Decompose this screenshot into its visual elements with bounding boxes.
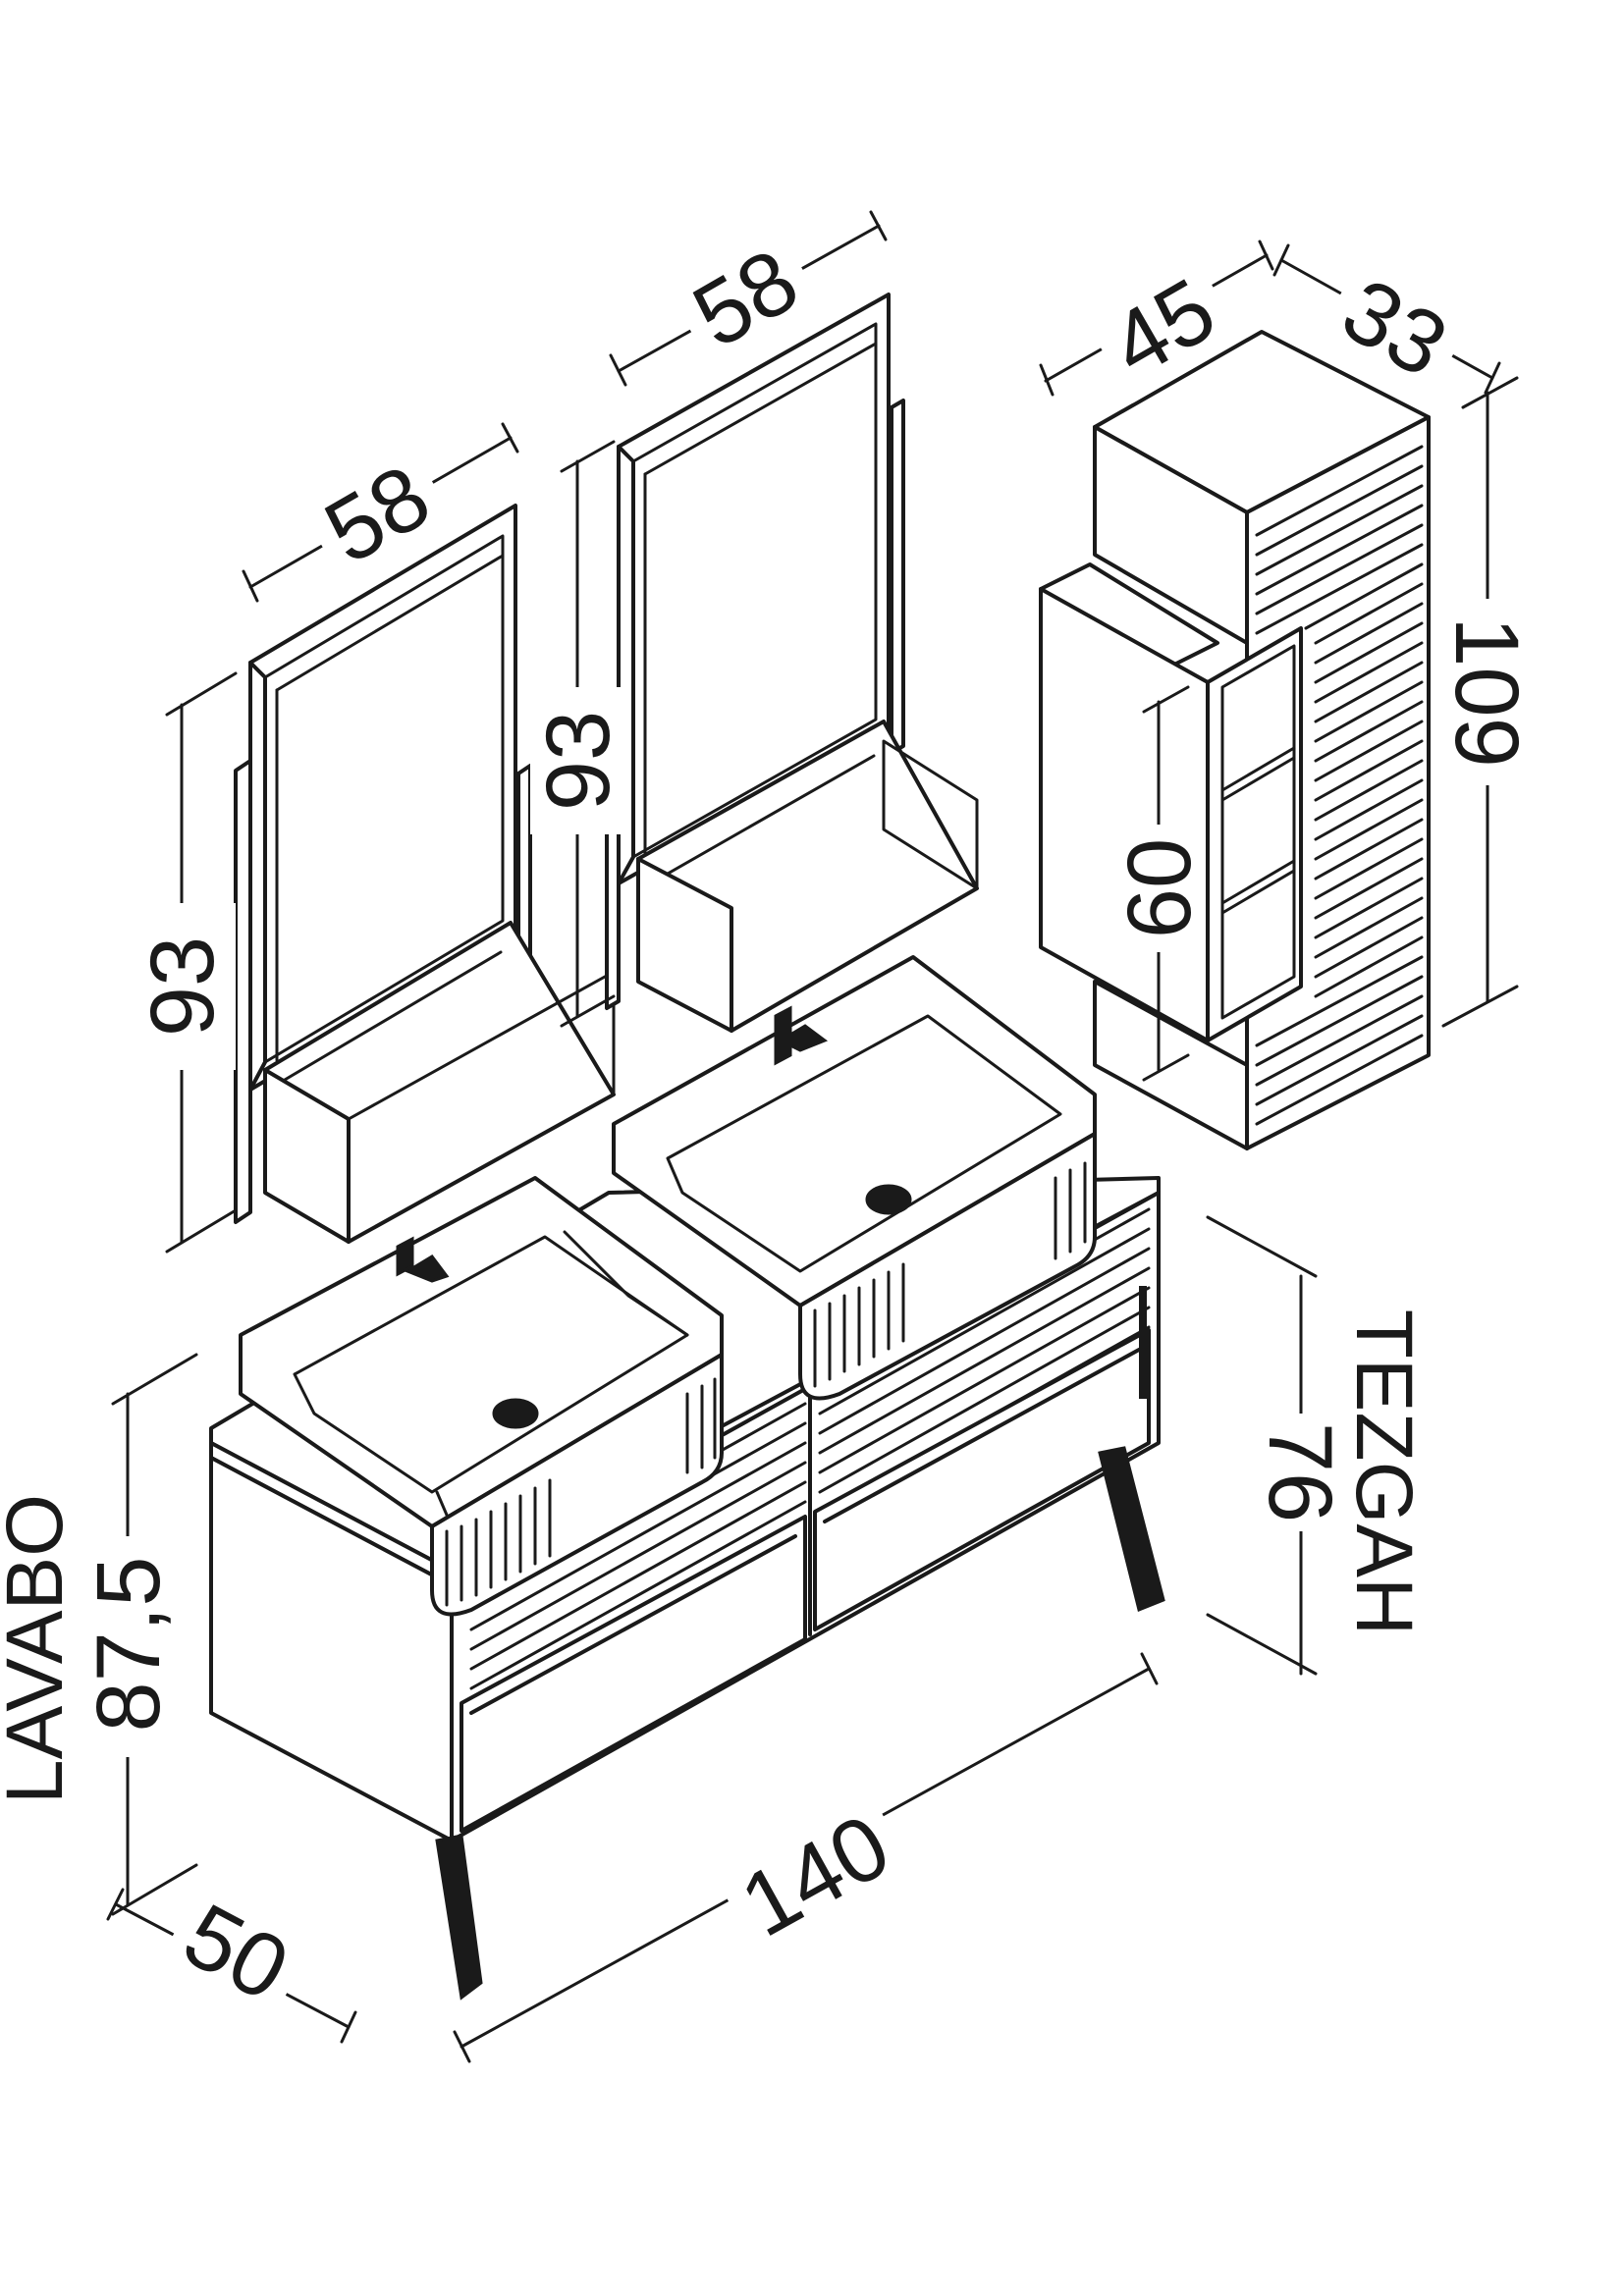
cabinet-slats (1255, 445, 1424, 1126)
counter-height-label: 76 (1250, 1422, 1350, 1522)
tezgah-label: TEZGAH (1339, 1309, 1429, 1636)
tall-cabinet (1039, 330, 1431, 1150)
left-mirror (234, 504, 616, 1244)
mirror-left-height-label: 93 (133, 936, 233, 1037)
mirror-right-height-label: 93 (528, 711, 628, 811)
right-sink-flutes (813, 1161, 1087, 1388)
cabinet-height-label: 109 (1436, 616, 1537, 768)
vanity-height-label: 87,5 (79, 1556, 179, 1732)
cabinet-shelf-height-label: 60 (1109, 838, 1210, 938)
vanity-depth-label: 50 (168, 1885, 303, 2020)
lavabo-label: LAVABO (0, 1494, 80, 1804)
right-sink (612, 955, 1097, 1401)
left-sink-flutes (445, 1377, 717, 1607)
right-mirror (605, 293, 979, 1033)
left-sink (239, 1176, 724, 1617)
